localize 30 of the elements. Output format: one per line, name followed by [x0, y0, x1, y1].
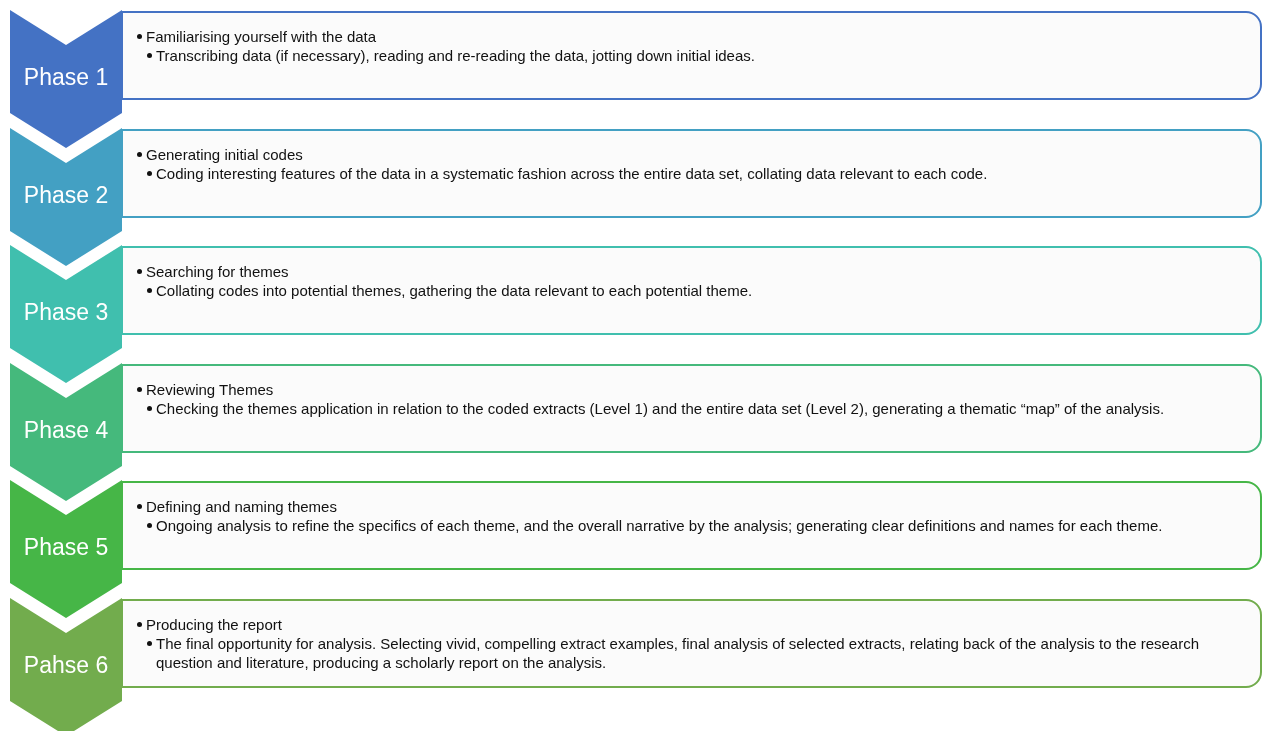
step-heading: Searching for themes — [146, 262, 289, 281]
phase-label: Pahse 6 — [22, 651, 110, 679]
chevron-shape — [10, 362, 122, 501]
step-description: Checking the themes application in relation to the coded extracts (Level 1) and the entire data set (Level 2), generating a thematic “map” of the analysis. — [156, 398, 1165, 418]
phase-label: Phase 1 — [22, 64, 110, 91]
step-description: Collating codes into potential themes, gathering the data relevant to each potential theme. — [156, 281, 753, 300]
phase-label: Phase 5 — [22, 534, 110, 561]
step-heading: Producing the report — [146, 614, 282, 634]
step-heading: Reviewing Themes — [146, 379, 274, 399]
step-description: Ongoing analysis to refine the specifics of each theme, and the overall narrative by the analysis; generating clear definitions and names for each theme. — [156, 516, 1163, 535]
step-panel — [121, 481, 1262, 570]
step-heading: Generating initial codes — [146, 144, 303, 164]
step-panel — [121, 598, 1262, 688]
step-heading: Familiarising yourself with the data — [146, 27, 377, 46]
phase-label: Phase 4 — [22, 416, 110, 444]
step-panel — [121, 246, 1262, 335]
step-description: Transcribing data (if necessary), reading and re-reading the data, jotting down initial ideas. — [156, 46, 755, 65]
chevron-shape — [10, 10, 122, 148]
chevron-shape — [10, 597, 122, 731]
step-panel — [121, 128, 1262, 218]
step-panel — [121, 363, 1262, 453]
phase-label: Phase 2 — [22, 181, 110, 209]
chevron-shape — [10, 480, 122, 618]
step-description: Coding interesting features of the data in a systematic fashion across the entire data set, collating data relevant to each code. — [156, 163, 988, 183]
phase-label: Phase 3 — [22, 299, 110, 326]
step-heading: Defining and naming themes — [146, 497, 337, 516]
step-panel — [121, 11, 1262, 100]
chevron-shape — [10, 245, 122, 383]
chevron-shape — [10, 127, 122, 266]
step-description: The final opportunity for analysis. Selecting vivid, compelling extract examples, final analysis of selected extracts, relating back of the analysis to the research question and literature, producing a scholarly report on the analysis. — [156, 633, 1201, 672]
